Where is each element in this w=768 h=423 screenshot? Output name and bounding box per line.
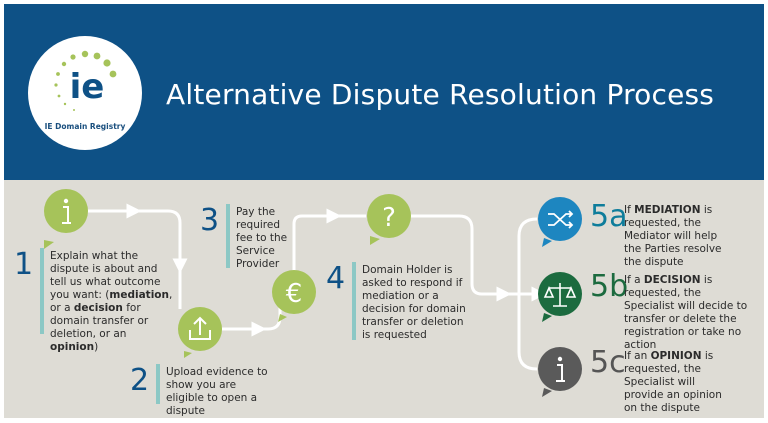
- step-5b-icon-bubble: [538, 272, 582, 322]
- step-5b-number: 5b: [590, 269, 629, 304]
- question-icon: ?: [382, 203, 396, 233]
- step-2-icon-bubble: [178, 307, 222, 358]
- step-1-text: Explain what the dispute is about and te…: [50, 250, 174, 354]
- ie-logo-icon: ie: [54, 50, 117, 111]
- connector-1-2: [134, 209, 188, 274]
- text-segment: is requested, the Mediator will help the…: [624, 204, 722, 268]
- text-segment: is requested, the Specialist will provid…: [624, 350, 722, 414]
- text-segment: MEDIATION: [634, 204, 701, 216]
- step-5a-text: If MEDIATION is requested, the Mediator …: [624, 204, 728, 269]
- euro-icon: €: [286, 279, 303, 309]
- flow-diagram: € ?: [44, 189, 582, 397]
- logo: ie IE Domain Registry: [28, 36, 142, 150]
- text-segment: decision: [73, 302, 123, 314]
- logo-caption: IE Domain Registry: [44, 122, 126, 131]
- text-segment: DECISION: [643, 274, 701, 286]
- step-4-text: Domain Holder is asked to respond if med…: [362, 264, 470, 342]
- text-segment: mediation: [109, 289, 169, 301]
- header-banner: ie IE Domain Registry Alternative Disput…: [4, 4, 764, 180]
- step-1-accent-bar: [40, 248, 44, 334]
- text-segment: OPINION: [650, 350, 702, 362]
- step-4-icon-bubble: ?: [367, 194, 411, 245]
- step-5a-icon-bubble: [538, 197, 582, 247]
- text-segment: If a: [624, 274, 644, 286]
- connector-4-5: [409, 214, 512, 302]
- text-segment: Explain what the dispute is about and te…: [50, 250, 161, 301]
- shuffle-icon: [548, 210, 574, 229]
- step-4-accent-bar: [352, 262, 356, 340]
- connector-5-branch: [517, 217, 538, 371]
- step-3-accent-bar: [226, 204, 230, 268]
- step-2-accent-bar: [156, 364, 160, 404]
- step-3-icon-bubble: €: [272, 270, 316, 322]
- text-segment: Domain Holder is asked to respond if med…: [362, 264, 466, 341]
- step-2-text: Upload evidence to show you are eligible…: [166, 366, 276, 418]
- scales-icon: [543, 283, 577, 307]
- info-icon: [556, 356, 565, 382]
- step-4-number: 4: [326, 261, 346, 296]
- page-title: Alternative Dispute Resolution Process: [166, 78, 715, 111]
- upload-icon: [189, 316, 211, 340]
- text-segment: opinion: [50, 341, 95, 353]
- step-1-icon-bubble: [44, 189, 88, 249]
- connector-3-4: [292, 208, 342, 272]
- step-5b-text: If a DECISION is requested, the Speciali…: [624, 274, 748, 352]
- step-5c-text: If an OPINION is requested, the Speciali…: [624, 350, 728, 415]
- step-2-number: 2: [130, 363, 150, 398]
- flow-connectors: [66, 203, 547, 371]
- info-icon: [62, 198, 71, 224]
- step-1-number: 1: [14, 247, 34, 282]
- text-segment: Pay the required fee to the Service Prov…: [236, 206, 288, 270]
- step-3-number: 3: [200, 203, 220, 238]
- step-5c-number: 5c: [590, 345, 626, 380]
- step-5c-icon-bubble: [538, 347, 582, 397]
- text-segment: is requested, the Specialist will decide…: [624, 274, 748, 351]
- step-3-text: Pay the required fee to the Service Prov…: [236, 206, 296, 271]
- text-segment: , or a: [50, 289, 173, 314]
- step-5a-number: 5a: [590, 199, 628, 234]
- text-segment: ): [94, 341, 99, 353]
- text-segment: Upload evidence to show you are eligible…: [166, 366, 268, 417]
- infographic: ie IE Domain Registry Alternative Disput…: [4, 4, 764, 418]
- text-segment: If: [624, 204, 635, 216]
- text-segment: for domain transfer or deletion, or an: [50, 302, 149, 340]
- text-segment: If an: [624, 350, 651, 362]
- logo-text: ie: [70, 67, 105, 107]
